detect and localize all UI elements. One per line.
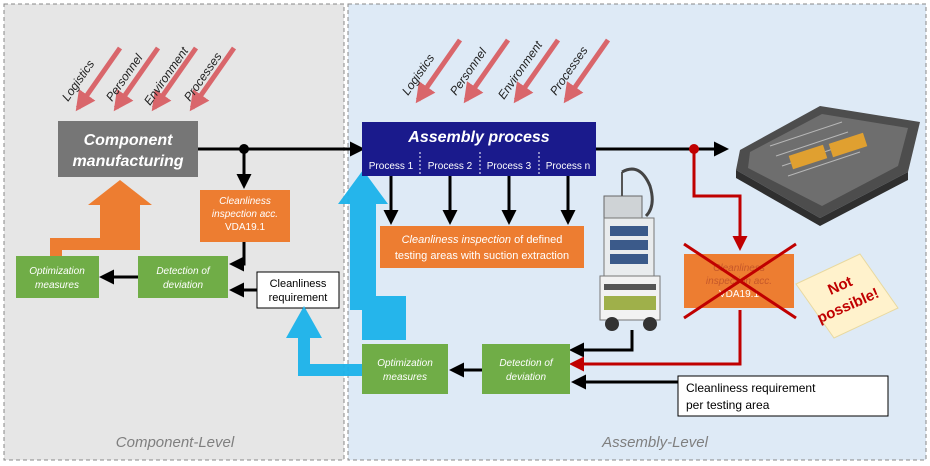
assembly-vda-label-1: Cleanliness bbox=[713, 263, 765, 274]
influence-arrows-component bbox=[75, 46, 237, 112]
component-detection-label-1: Detection of bbox=[156, 266, 211, 277]
component-inspection-label-3: VDA19.1 bbox=[225, 222, 265, 233]
component-optimization-label-2: measures bbox=[35, 280, 79, 291]
assembly-vda-label-3: VDA19.1 bbox=[719, 289, 759, 300]
process-step-n: Process n bbox=[546, 161, 590, 172]
assembly-inspection-label-2: testing areas with suction extraction bbox=[395, 250, 569, 262]
assembly-optimization-label-2: measures bbox=[383, 372, 427, 383]
assembly-detection-box bbox=[482, 344, 570, 394]
component-manufacturing-label-1: Component bbox=[84, 132, 174, 149]
influence-arrows-assembly bbox=[415, 38, 611, 104]
assembly-detection-label-1: Detection of bbox=[499, 358, 554, 369]
assembly-inspection-part-1: Cleanliness inspection bbox=[402, 234, 511, 246]
assembly-inspection-box bbox=[380, 226, 584, 268]
cross-out-icon bbox=[683, 242, 797, 320]
component-inspection-label-1: Cleanliness bbox=[219, 196, 271, 207]
component-manufacturing-box bbox=[58, 121, 198, 177]
component-inspection-label-2: inspection acc. bbox=[212, 209, 278, 220]
suction-extraction-equipment-image bbox=[599, 167, 661, 331]
assembly-requirement-label-2: per testing area bbox=[686, 398, 770, 412]
component-requirement-label-2: requirement bbox=[269, 292, 328, 304]
assembly-inspection-part-2: of defined bbox=[511, 234, 562, 246]
component-optimization-box bbox=[16, 256, 99, 298]
battery-pack-image bbox=[736, 106, 920, 226]
optimization-feedback-arrow bbox=[50, 180, 152, 256]
component-requirement-box bbox=[256, 271, 340, 309]
assembly-requirement-label-1: Cleanliness requirement bbox=[686, 381, 816, 395]
not-possible-note: Not possible! bbox=[795, 253, 899, 339]
component-inspection-box bbox=[200, 190, 290, 242]
process-steps bbox=[419, 152, 540, 176]
process-step-1: Process 1 bbox=[369, 161, 414, 172]
component-optimization-label-1: Optimization bbox=[29, 266, 85, 277]
vda-to-detection-arrow bbox=[569, 310, 742, 372]
inspection-to-detection-arrow bbox=[229, 242, 246, 272]
equipment-to-detection-arrow bbox=[569, 330, 634, 358]
assembly-detection-label-2: deviation bbox=[506, 372, 546, 383]
assembly-process-title: Assembly process bbox=[407, 129, 550, 146]
process-step-arrows bbox=[383, 176, 576, 225]
assembly-optimization-box bbox=[362, 344, 448, 394]
assembly-level-label: Assembly-Level bbox=[601, 434, 709, 451]
assembly-optimization-label-1: Optimization bbox=[377, 358, 433, 369]
process-step-3: Process 3 bbox=[487, 161, 532, 172]
vda-attempt-arrow bbox=[692, 149, 748, 251]
component-manufacturing-label-2: manufacturing bbox=[72, 153, 183, 170]
blue-feedback-arrow-main bbox=[338, 170, 406, 340]
component-detection-label-2: deviation bbox=[163, 280, 203, 291]
process-step-2: Process 2 bbox=[428, 161, 473, 172]
assembly-inspection-label-1: Cleanliness inspection of defined bbox=[402, 234, 563, 246]
assembly-process-box bbox=[362, 122, 596, 176]
component-detection-box bbox=[138, 256, 228, 298]
component-level-label: Component-Level bbox=[116, 434, 235, 451]
blue-feedback-arrow-left bbox=[286, 306, 362, 376]
assembly-requirement-box bbox=[677, 375, 889, 417]
component-requirement-label-1: Cleanliness bbox=[270, 278, 327, 290]
